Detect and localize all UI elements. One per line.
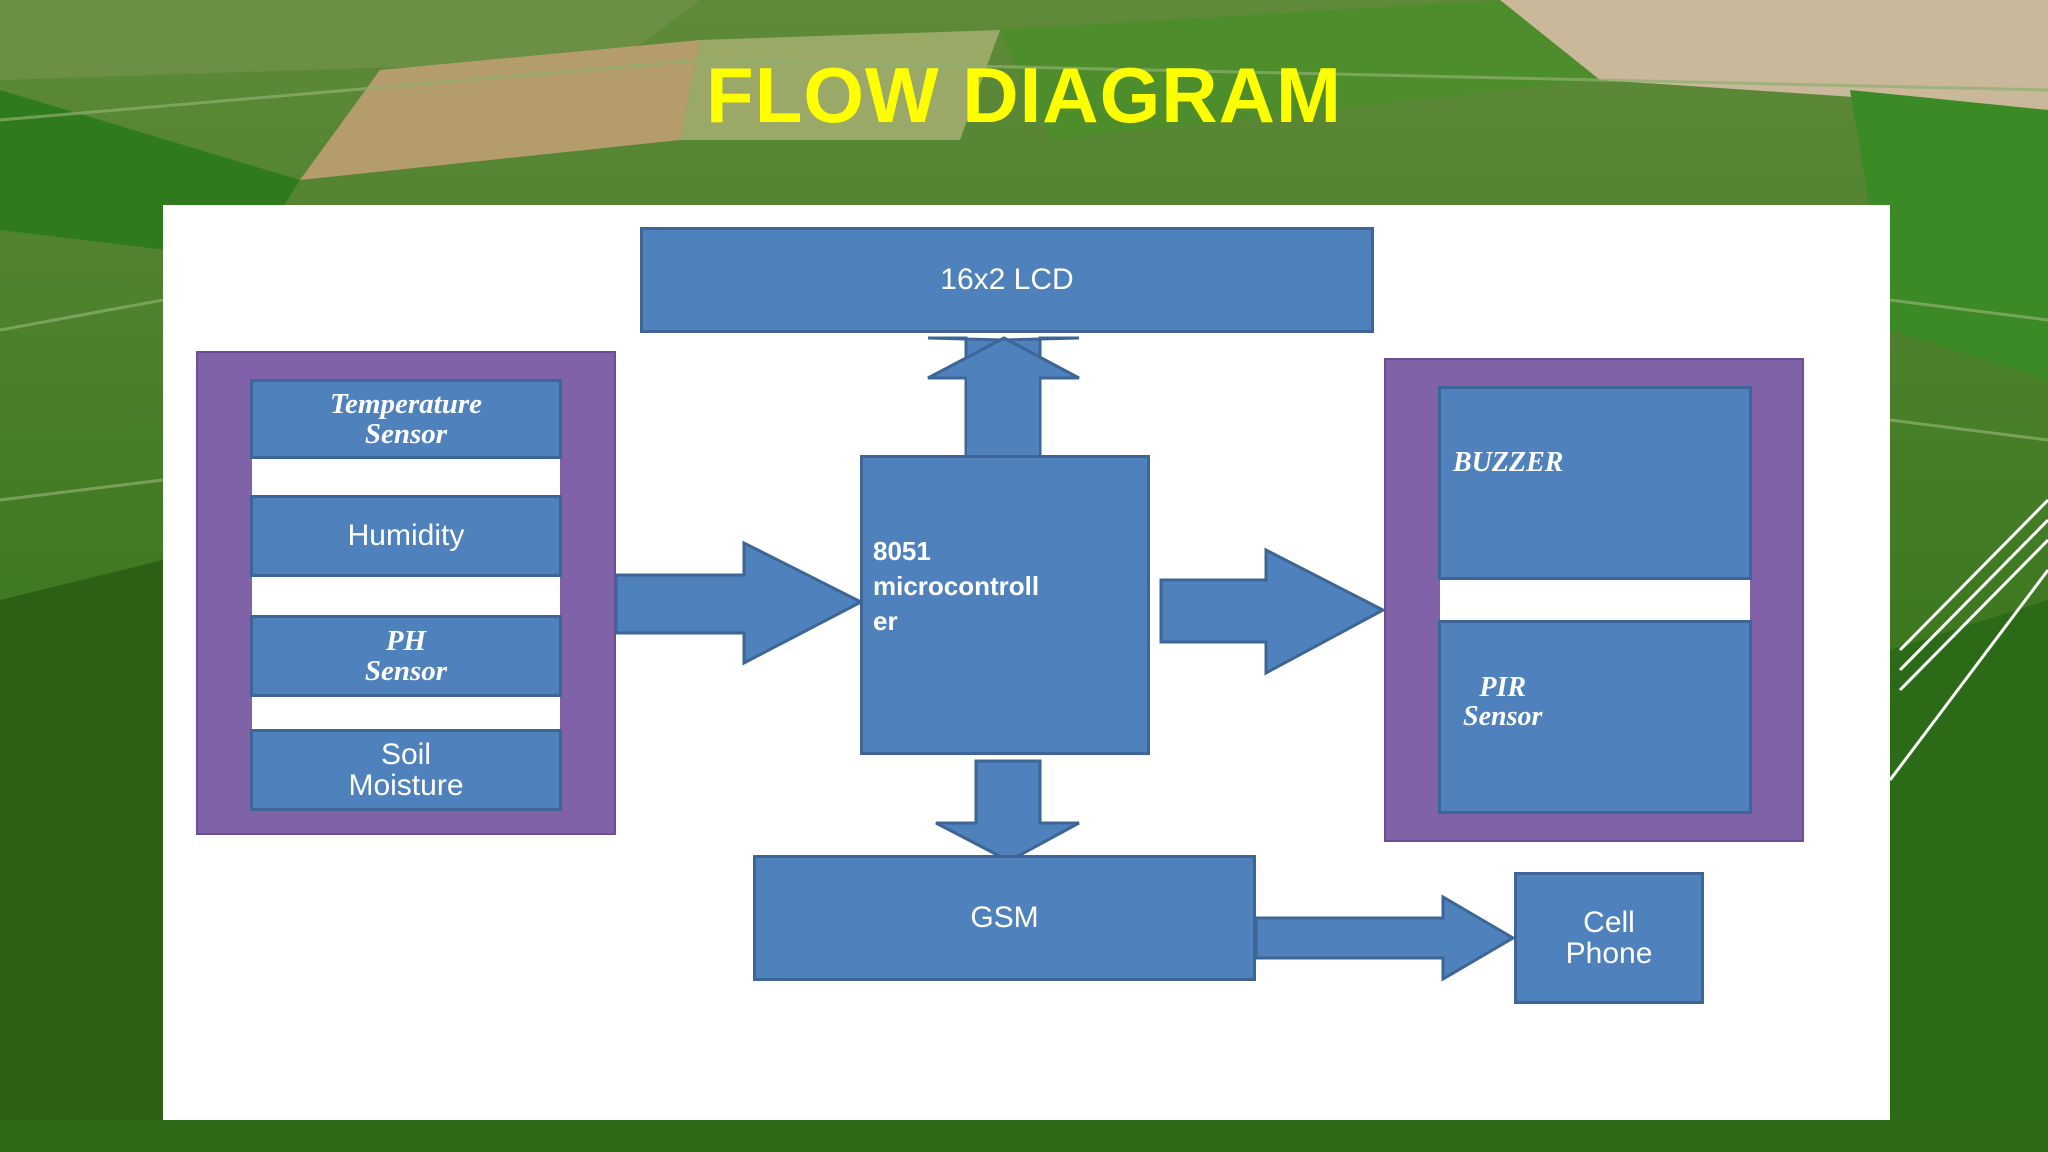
gsm-box: GSM [753,855,1256,981]
lcd-box: 16x2 LCD [640,227,1374,333]
lcd-label: 16x2 LCD [940,263,1074,296]
arrow-head-up [927,336,1080,380]
output-group: BUZZER PIR Sensor [1384,358,1804,842]
flow-arrows [614,336,1516,982]
decorative-lines [1888,498,2048,781]
arrow-gsm-to-cellphone [1254,894,1516,982]
diagram-panel: 16x2 LCD Temperature Sensor Humidity PH … [163,205,1890,1120]
slide-title: FLOW DIAGRAM [706,51,1342,139]
cell-phone-label: Cell Phone [1565,905,1653,970]
soil-moisture-box: Soil Moisture [250,729,562,811]
ph-sensor-label: PH Sensor [364,624,448,687]
microcontroller-label: 8051 microcontroll er [873,536,1040,637]
sensor-group: Temperature Sensor Humidity PH Sensor So… [196,351,616,835]
ph-sensor-box: PH Sensor [250,615,562,697]
pir-sensor-box: PIR Sensor [1438,620,1752,814]
soil-moisture-label: Soil Moisture [348,737,464,802]
pir-sensor-label: PIR Sensor [1463,672,1543,733]
buzzer-box: BUZZER [1438,386,1752,580]
arrow-mcu-to-outputs [1159,547,1387,676]
humidity-label: Humidity [347,519,465,552]
microcontroller-box: 8051 microcontroll er [860,455,1150,755]
temperature-sensor-label: Temperature Sensor [330,387,482,450]
arrow-mcu-to-gsm [935,759,1080,863]
temperature-sensor-box: Temperature Sensor [250,379,562,459]
humidity-box: Humidity [250,495,562,577]
cell-phone-box: Cell Phone [1514,872,1704,1004]
buzzer-label: BUZZER [1453,447,1564,478]
gsm-label: GSM [970,901,1039,934]
arrow-sensors-to-mcu [614,540,865,666]
